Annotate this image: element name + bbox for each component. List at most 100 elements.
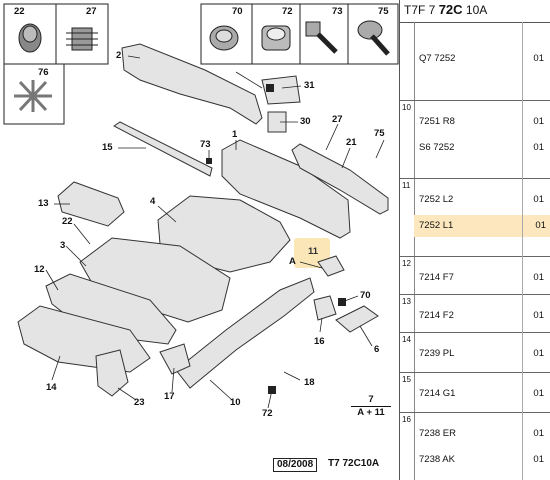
callout-A[interactable]: A [289, 256, 296, 267]
bolt-73-icon [305, 21, 321, 37]
part-row[interactable]: 7214 G1 01 [416, 383, 548, 405]
group-number: 13 [402, 297, 411, 306]
part-quantity: 01 [533, 310, 544, 321]
part-number: 7251 R8 [419, 116, 455, 127]
reference-number: 7 [351, 394, 391, 407]
callout-17[interactable]: 17 [164, 391, 175, 402]
part-quantity: 01 [535, 220, 546, 231]
part-1-cross-member [221, 139, 351, 239]
callout-13[interactable]: 13 [38, 198, 49, 209]
bolt-73-marker [206, 158, 212, 164]
parts-group: 16 7238 ER 01 7238 AK 01 [400, 412, 550, 480]
callout-70-main[interactable]: 70 [360, 290, 371, 301]
part-number: 7238 AK [419, 454, 455, 465]
part-11-bracket [317, 255, 345, 277]
nut-72-marker [268, 386, 276, 394]
callout-4[interactable]: 4 [150, 196, 156, 207]
callout-10[interactable]: 10 [230, 397, 241, 408]
title-bold: 72C [438, 2, 463, 17]
part-21-reinforcement [291, 143, 389, 215]
part-6-bracket [335, 305, 379, 333]
callout-27-main[interactable]: 27 [332, 114, 343, 125]
part-16-jack-point [313, 295, 337, 321]
exploded-parts-diagram: 22 27 70 72 73 75 76 2 31 1 30 73 27 75 … [3, 0, 400, 480]
callout-75-main[interactable]: 75 [374, 128, 385, 139]
callout-11[interactable]: 11 [308, 246, 319, 257]
callout-21[interactable]: 21 [346, 137, 357, 148]
callout-22-main[interactable]: 22 [62, 216, 73, 227]
part-quantity: 01 [533, 454, 544, 465]
reference-sub: A + 11 [357, 407, 385, 418]
part-13-bracket [57, 181, 125, 227]
clip-76-marker [266, 84, 274, 92]
part-number: 7238 ER [419, 428, 456, 439]
part-number: 7214 F7 [419, 272, 454, 283]
fastener-box-76 [3, 63, 65, 125]
star-clip-76-icon [14, 80, 52, 112]
callout-6[interactable]: 6 [374, 344, 380, 355]
callout-14[interactable]: 14 [46, 382, 57, 393]
title-prefix: T7F 7 [404, 3, 436, 17]
callout-23[interactable]: 23 [134, 397, 145, 408]
part-quantity: 01 [533, 348, 544, 359]
callout-70[interactable]: 70 [232, 6, 243, 17]
reference-note: 7 A + 11 [351, 394, 391, 419]
callout-12[interactable]: 12 [34, 264, 45, 275]
part-number: S6 7252 [419, 142, 455, 153]
part-row[interactable]: 7252 L2 01 [416, 189, 548, 211]
callout-30[interactable]: 30 [300, 116, 311, 127]
footer-code: T7 72C10A [328, 458, 380, 469]
callout-72-main[interactable]: 72 [262, 408, 273, 419]
part-row[interactable]: 7238 ER 01 [416, 423, 548, 445]
part-10-longitudinal [175, 277, 315, 389]
group-number: 10 [402, 103, 411, 112]
part-number: 7214 G1 [419, 388, 456, 399]
part-12-side-panel [45, 273, 177, 345]
part-number: 7252 L2 [419, 194, 454, 205]
part-number: Q7 7252 [419, 53, 456, 64]
part-quantity: 01 [533, 116, 544, 127]
callout-1[interactable]: 1 [232, 129, 238, 140]
callout-15[interactable]: 15 [102, 142, 113, 153]
callout-75[interactable]: 75 [378, 6, 389, 17]
part-15-rail [113, 121, 213, 177]
part-quantity: 01 [533, 428, 544, 439]
nut-70-marker [338, 298, 346, 306]
part-row[interactable]: S6 7252 01 [416, 137, 548, 159]
parts-list-title: T7F 7 72C 10A [404, 2, 487, 18]
callout-73-main[interactable]: 73 [200, 139, 211, 150]
callout-16[interactable]: 16 [314, 336, 325, 347]
group-number: 11 [402, 181, 411, 190]
group-number: 16 [402, 415, 411, 424]
title-suffix: 10A [465, 3, 488, 17]
part-row[interactable]: 7238 AK 01 [416, 449, 548, 471]
callout-27[interactable]: 27 [86, 6, 97, 17]
group-number: 14 [402, 335, 411, 344]
callout-3[interactable]: 3 [60, 240, 66, 251]
group-number: 15 [402, 375, 411, 384]
part-quantity: 01 [533, 388, 544, 399]
callout-18[interactable]: 18 [304, 377, 315, 388]
footer-date: 08/2008 [273, 458, 318, 472]
part-quantity: 01 [533, 194, 544, 205]
parts-drawing [3, 3, 399, 409]
bolt-75-icon [357, 20, 383, 40]
part-row[interactable]: 7251 R8 01 [416, 111, 548, 133]
callout-31[interactable]: 31 [304, 80, 315, 91]
part-31-pad [261, 75, 301, 105]
callout-22[interactable]: 22 [14, 6, 25, 17]
callout-76[interactable]: 76 [38, 67, 49, 78]
part-quantity: 01 [533, 142, 544, 153]
callout-2[interactable]: 2 [116, 50, 122, 61]
callout-72[interactable]: 72 [282, 6, 293, 17]
callout-73[interactable]: 73 [332, 6, 343, 17]
